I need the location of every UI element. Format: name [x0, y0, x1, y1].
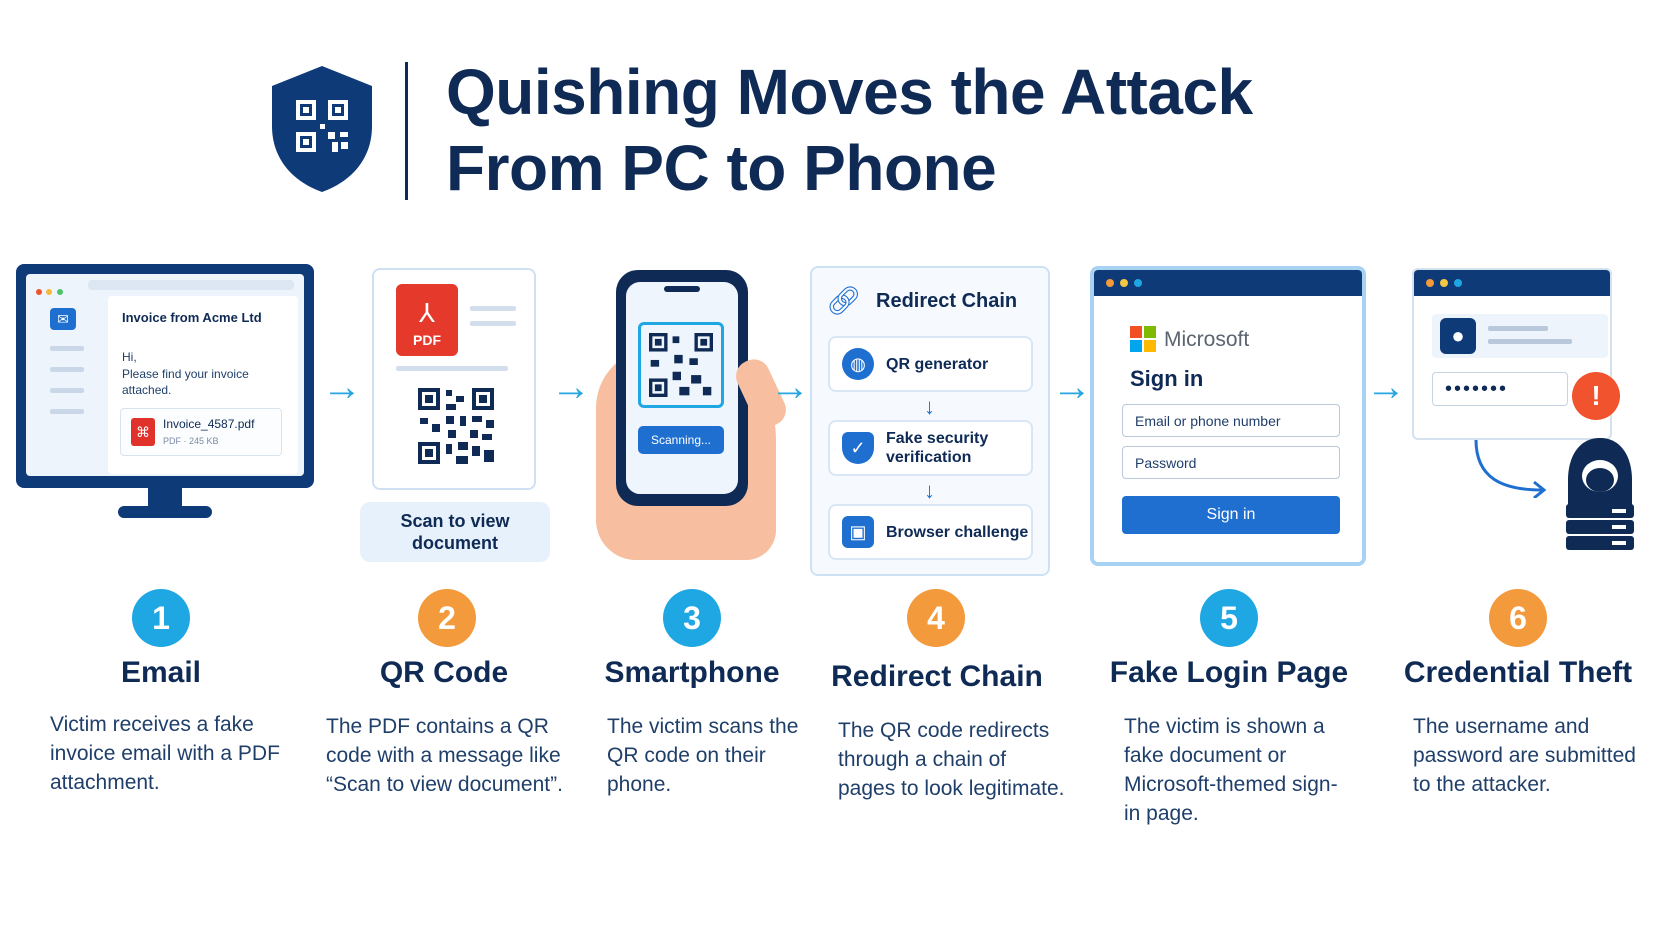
fake-login-window: Microsoft Sign in Email or phone number … [1090, 266, 1366, 566]
doc-line-wide [396, 366, 508, 371]
globe-icon: ◍ [842, 348, 874, 380]
attachment-meta: PDF · 245 KB [163, 436, 219, 446]
flow-arrow-4: → [1052, 365, 1092, 409]
monitor-base [118, 506, 212, 518]
email-body: Please find your invoice attached. [122, 367, 249, 397]
scan-caption: Scan to view document [400, 511, 510, 553]
user-lines [1488, 326, 1572, 344]
step-number-1: 1 [132, 589, 190, 647]
monitor-screen: ✉ Invoice from Acme Ltd Hi, Please find … [16, 264, 314, 488]
address-bar [88, 280, 294, 290]
step-title-6: Credential Theft [1403, 656, 1633, 689]
flow-arrow-5: → [1366, 365, 1406, 409]
flow-arrow-2: → [551, 365, 591, 409]
redirect-item-label: Browser challenge [886, 523, 1029, 541]
email-monitor: ✉ Invoice from Acme Ltd Hi, Please find … [16, 264, 314, 534]
phone-hand: Scanning... [596, 268, 792, 562]
monitor-stand [148, 488, 182, 510]
redirect-heading: Redirect Chain [876, 290, 1018, 312]
mail-icon: ✉ [50, 308, 76, 330]
alert-symbol: ! [1591, 380, 1601, 411]
password-mask-field: ••••••• [1432, 372, 1568, 406]
scan-caption-box: Scan to view document [360, 502, 550, 562]
password-field[interactable]: Password [1122, 446, 1340, 479]
sign-in-heading: Sign in [1130, 366, 1204, 391]
step-number-2: 2 [418, 589, 476, 647]
flow-arrow-1: → [322, 365, 362, 409]
redirect-chain-card: 🔗︎ Redirect Chain ◍ QR generator ↓ ✓ Fak… [810, 266, 1050, 576]
phone-screen: Scanning... [626, 282, 738, 494]
phone-notch [664, 286, 700, 292]
step-desc-6: The username and password are submitted … [1413, 715, 1636, 796]
step-desc-5: The victim is shown a fake document or M… [1124, 715, 1338, 825]
redirect-item-browser[interactable]: ▣ Browser challenge [828, 504, 1033, 560]
redirect-item-security[interactable]: ✓ Fake security verification [828, 420, 1033, 476]
scanning-button[interactable]: Scanning... [638, 426, 724, 454]
step-title-3: Smartphone [604, 656, 780, 689]
pdf-badge-label: PDF [413, 332, 441, 348]
pdf-file-icon: ⅄ PDF [396, 284, 458, 356]
monitor-display: ✉ Invoice from Acme Ltd Hi, Please find … [26, 274, 304, 476]
flow-arrow-3: → [770, 365, 810, 409]
pdf-document-card: ⅄ PDF [372, 268, 536, 490]
step-desc-3: The victim scans the QR code on their ph… [607, 715, 799, 796]
redirect-item-label: Fake security verification [886, 430, 989, 466]
step-title-4: Redirect Chain [831, 660, 1043, 693]
step-number-3: 3 [663, 589, 721, 647]
step-title-1: Email [120, 656, 202, 689]
step-number-4: 4 [907, 589, 965, 647]
email-subject: Invoice from Acme Ltd [122, 310, 262, 325]
window-dots [36, 282, 63, 300]
chain-arrow-down-2: ↓ [924, 478, 935, 503]
step-title-5: Fake Login Page [1109, 656, 1349, 689]
email-body-panel: Invoice from Acme Ltd Hi, Please find yo… [108, 296, 298, 474]
step-desc-2: The PDF contains a QR code with a messag… [326, 715, 563, 796]
email-field[interactable]: Email or phone number [1122, 404, 1340, 437]
theft-titlebar [1414, 270, 1610, 296]
qr-code-icon [418, 388, 494, 464]
logo-shield-icon [268, 64, 376, 194]
scan-frame [638, 322, 724, 408]
step-desc-1: Victim receives a fake invoice email wit… [50, 713, 280, 794]
shield-icon: ✓ [842, 432, 874, 464]
sign-in-button[interactable]: Sign in [1122, 496, 1340, 534]
step-title-2: QR Code [379, 656, 509, 689]
title-divider [405, 62, 408, 200]
doc-lines [470, 306, 516, 326]
redirect-item-qr-generator[interactable]: ◍ QR generator [828, 336, 1033, 392]
password-mask: ••••••• [1445, 378, 1509, 400]
microsoft-logo-icon [1130, 326, 1156, 352]
attachment-name: Invoice_4587.pdf [163, 417, 255, 431]
user-avatar-icon: ● [1440, 318, 1476, 354]
step-number-6: 6 [1489, 589, 1547, 647]
hacker-icon [1560, 436, 1640, 552]
title-line-1: Quishing Moves the Attack [446, 56, 1253, 128]
browser-icon: ▣ [842, 516, 874, 548]
step-number-5: 5 [1200, 589, 1258, 647]
link-icon: 🔗︎ [826, 285, 862, 316]
curved-arrow-icon [1472, 438, 1552, 500]
email-greeting: Hi, [122, 350, 137, 364]
attachment-card[interactable]: ⌘ Invoice_4587.pdf PDF · 245 KB [120, 408, 282, 456]
alert-icon: ! [1572, 372, 1620, 420]
chain-arrow-down-1: ↓ [924, 394, 935, 419]
page-title: Quishing Moves the Attack From PC to Pho… [446, 54, 1253, 206]
title-line-2: From PC to Phone [446, 132, 997, 204]
pdf-icon: ⌘ [131, 418, 155, 446]
step-desc-4: The QR code redirects through a chain of… [838, 719, 1065, 800]
sidebar-lines [50, 346, 84, 430]
redirect-item-label: QR generator [886, 355, 989, 373]
user-card: ● [1432, 314, 1608, 358]
brand-name: Microsoft [1164, 328, 1250, 351]
smartphone: Scanning... [616, 270, 748, 506]
login-titlebar [1094, 270, 1362, 296]
